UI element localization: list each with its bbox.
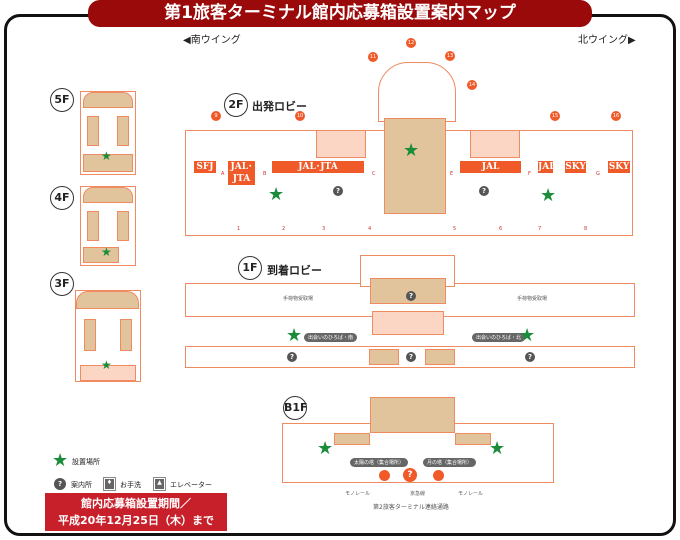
- box-location-star-1f-north: ★: [519, 325, 536, 346]
- entrance-8: 8: [584, 226, 588, 232]
- counter-sky-1: SKY: [565, 161, 586, 173]
- floor-5f-plan: [80, 91, 136, 175]
- monorail-north: モノレール: [458, 491, 484, 497]
- south-wing-label: ◀南ウイング: [183, 35, 241, 46]
- info-desk-icon: ?: [333, 186, 343, 196]
- legend-elevator-icon: ▲: [153, 477, 166, 491]
- entrance-3: 3: [322, 226, 326, 232]
- legend-elevator: エレベーター: [170, 481, 212, 489]
- entrance-1: 1: [237, 226, 241, 232]
- page-title: 第1旅客ターミナル館内応募箱設置案内マップ: [88, 0, 592, 27]
- floor-5f-label: 5F: [50, 88, 74, 112]
- gate-16: 16: [611, 111, 621, 121]
- shop-area: [455, 433, 491, 445]
- box-location-star-2f-north: ★: [540, 185, 557, 206]
- stairs-area: [372, 311, 444, 335]
- entrance-5: 5: [453, 226, 457, 232]
- gate-11: 11: [368, 52, 378, 62]
- installation-period-box: 館内応募箱設置期間／ 平成20年12月25日（木）まで: [45, 493, 227, 531]
- entrance-4: 4: [368, 226, 372, 232]
- info-desk-icon: ?: [479, 186, 489, 196]
- floor-3f-label: 3F: [50, 272, 74, 296]
- info-desk-icon: ?: [406, 352, 416, 362]
- counter-jal-jta-1: JAL･JTA: [228, 161, 255, 185]
- counter-jal-2: JAL: [538, 161, 556, 173]
- legend-toilet: お手洗: [120, 481, 141, 489]
- baggage-claim-north: 手荷物受取場: [517, 296, 548, 302]
- central-block-2f: [384, 118, 446, 214]
- gate-9: 9: [211, 111, 221, 121]
- floor-3f-plan: [75, 290, 141, 382]
- box-location-star-2f-south: ★: [268, 184, 285, 205]
- legend-star-icon: ★: [52, 450, 69, 471]
- baggage-claim-south: 手荷物受取場: [283, 296, 314, 302]
- box-location-star-4f: ★: [101, 245, 112, 259]
- entrance-2: 2: [282, 226, 286, 232]
- floor-1f-name: 到着ロビー: [267, 264, 322, 277]
- gate-15: 15: [550, 111, 560, 121]
- north-wing-label: 北ウイング▶: [578, 35, 636, 46]
- entrance-6: 6: [499, 226, 503, 232]
- door-a: A: [221, 171, 225, 177]
- legend-info-icon: ?: [54, 478, 66, 490]
- floor-4f-label: 4F: [50, 186, 74, 210]
- box-location-star-b1f-north: ★: [489, 438, 506, 459]
- counter-sky-2: SKY: [608, 161, 630, 173]
- door-b: B: [263, 171, 267, 177]
- shop-area: [316, 130, 366, 158]
- floor-2f-name: 出発ロビー: [252, 100, 307, 113]
- counter-jal-1: JAL: [460, 161, 521, 173]
- entrance-7: 7: [538, 226, 542, 232]
- moon-tower-icon: [433, 470, 444, 481]
- monorail-south: モノレール: [345, 491, 371, 497]
- door-g: G: [596, 171, 600, 177]
- legend-box-location: 設置場所: [72, 458, 100, 466]
- legend-toilet-icon: ♦: [103, 477, 116, 491]
- shop-area: [334, 433, 370, 445]
- counter-sfj: SFJ: [194, 161, 216, 173]
- meeting-place-north: 出会いのひろば・北: [472, 333, 526, 342]
- shop-area: [425, 349, 455, 365]
- info-desk-icon: ?: [403, 468, 417, 482]
- shop-area: [369, 349, 399, 365]
- door-e: E: [450, 171, 454, 177]
- legend-info: 案内所: [71, 481, 92, 489]
- info-desk-icon: ?: [287, 352, 297, 362]
- central-tower-2f: [378, 62, 456, 122]
- floor-b1f-label: B1F: [283, 396, 308, 420]
- counter-jal-jta-2: JAL･JTA: [272, 161, 364, 173]
- moon-tower-label: 月の塔（集合場所）: [423, 458, 477, 467]
- sun-tower-label: 太陽の塔（集合場所）: [350, 458, 409, 467]
- box-location-star-1f-south: ★: [286, 325, 303, 346]
- door-f: F: [528, 171, 531, 177]
- gate-12: 12: [406, 38, 416, 48]
- box-location-star-5f: ★: [101, 149, 112, 163]
- info-desk-icon: ?: [406, 291, 416, 301]
- period-line-2: 平成20年12月25日（木）まで: [58, 514, 214, 527]
- meeting-place-south: 出会いのひろば・南: [304, 333, 358, 342]
- period-line-1: 館内応募箱設置期間／: [81, 497, 191, 510]
- floor-2f-label: 2F: [224, 93, 248, 117]
- box-location-star-3f: ★: [101, 358, 112, 372]
- floor-4f-plan: [80, 186, 136, 266]
- gate-10: 10: [295, 111, 305, 121]
- shop-area: [470, 130, 520, 158]
- gate-14: 14: [467, 80, 477, 90]
- central-block-b1f: [370, 397, 455, 433]
- sun-tower-icon: [379, 470, 390, 481]
- gate-13: 13: [445, 51, 455, 61]
- floor-b1f-plan: [282, 423, 554, 483]
- keikyu-line: 京急線: [410, 491, 426, 497]
- terminal2-passage: 第2旅客ターミナル連絡通路: [373, 504, 449, 511]
- door-c: C: [372, 171, 376, 177]
- box-location-star-2f-center: ★: [403, 140, 420, 161]
- floor-1f-label: 1F: [238, 256, 262, 280]
- info-desk-icon: ?: [525, 352, 535, 362]
- box-location-star-b1f-south: ★: [317, 438, 334, 459]
